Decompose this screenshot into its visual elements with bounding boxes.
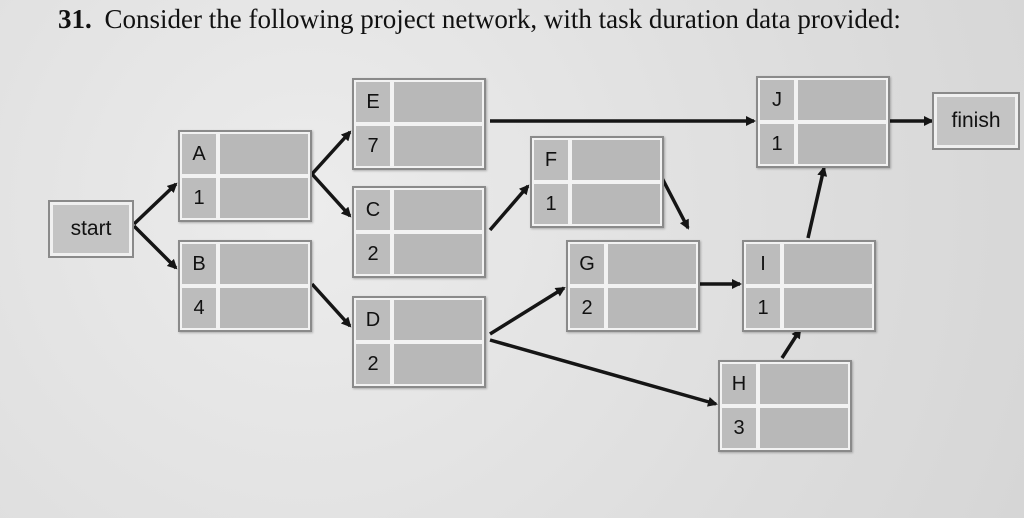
task-empty-cell — [218, 242, 310, 286]
task-empty-cell — [606, 242, 698, 286]
task-duration: 4 — [180, 286, 218, 330]
task-duration: 1 — [758, 122, 796, 166]
task-duration: 7 — [354, 124, 392, 168]
task-empty-cell — [570, 182, 662, 226]
task-node-i: I 1 — [742, 240, 876, 332]
finish-node: finish — [932, 92, 1020, 150]
arrow-start-to-b — [132, 224, 178, 270]
task-name: F — [532, 138, 570, 182]
start-label: start — [70, 217, 112, 240]
task-node-d: D 2 — [352, 296, 486, 388]
task-duration: 1 — [180, 176, 218, 220]
task-empty-cell — [782, 286, 874, 330]
arrow-a-to-e — [310, 130, 352, 176]
task-node-e: E 7 — [352, 78, 486, 170]
task-empty-cell — [782, 242, 874, 286]
task-empty-cell — [392, 342, 484, 386]
question-text: 31. Consider the following project netwo… — [58, 4, 901, 35]
task-name: E — [354, 80, 392, 124]
task-duration: 2 — [568, 286, 606, 330]
task-name: H — [720, 362, 758, 406]
task-empty-cell — [218, 176, 310, 220]
task-duration: 1 — [744, 286, 782, 330]
task-empty-cell — [392, 124, 484, 168]
task-name: G — [568, 242, 606, 286]
task-name: C — [354, 188, 392, 232]
task-name: B — [180, 242, 218, 286]
arrow-i-to-j — [806, 166, 828, 239]
task-duration: 2 — [354, 342, 392, 386]
task-node-j: J 1 — [756, 76, 890, 168]
finish-label: finish — [951, 109, 1001, 132]
task-node-c: C 2 — [352, 186, 486, 278]
task-empty-cell — [758, 406, 850, 450]
task-name: J — [758, 78, 796, 122]
arrow-a-to-c — [310, 172, 352, 218]
arrow-start-to-a — [132, 182, 178, 226]
task-node-a: A 1 — [178, 130, 312, 222]
arrow-f-to-g — [660, 177, 690, 230]
task-duration: 2 — [354, 232, 392, 276]
task-empty-cell — [796, 78, 888, 122]
arrow-d-to-h — [489, 338, 718, 407]
question-prompt: Consider the following project network, … — [104, 4, 901, 34]
task-empty-cell — [392, 232, 484, 276]
task-duration: 1 — [532, 182, 570, 226]
task-node-g: G 2 — [566, 240, 700, 332]
task-empty-cell — [392, 188, 484, 232]
arrow-b-to-d — [310, 282, 352, 328]
task-node-h: H 3 — [718, 360, 852, 452]
task-empty-cell — [218, 286, 310, 330]
task-name: D — [354, 298, 392, 342]
task-node-b: B 4 — [178, 240, 312, 332]
task-empty-cell — [392, 80, 484, 124]
task-empty-cell — [218, 132, 310, 176]
task-empty-cell — [392, 298, 484, 342]
task-empty-cell — [570, 138, 662, 182]
arrow-d-to-g — [489, 286, 566, 336]
start-node: start — [48, 200, 134, 258]
arrow-c-to-f — [488, 184, 530, 232]
task-empty-cell — [758, 362, 850, 406]
task-empty-cell — [606, 286, 698, 330]
task-name: I — [744, 242, 782, 286]
task-name: A — [180, 132, 218, 176]
task-duration: 3 — [720, 406, 758, 450]
task-empty-cell — [796, 122, 888, 166]
question-number: 31. — [58, 4, 92, 34]
task-node-f: F 1 — [530, 136, 664, 228]
arrow-h-to-i — [780, 328, 802, 359]
